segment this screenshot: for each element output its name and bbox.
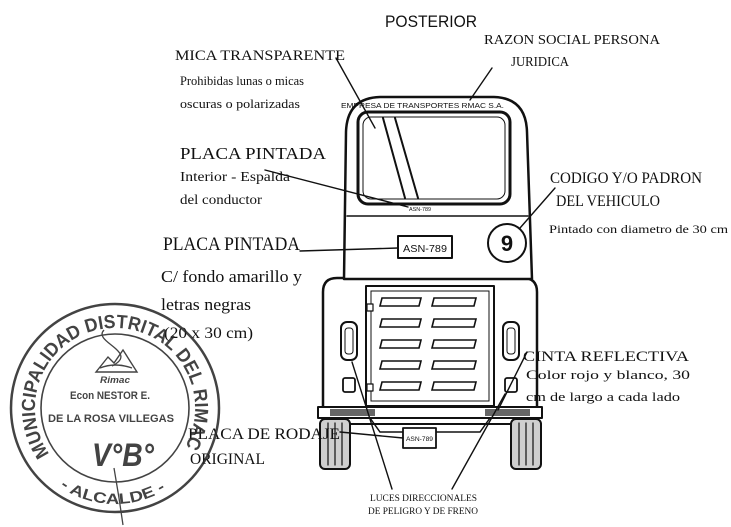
- stamp-approval: V°B°: [92, 437, 154, 473]
- leader-lines: [264, 57, 556, 490]
- razon-social-label-2: JURIDICA: [511, 55, 570, 70]
- door-hinge: [366, 383, 374, 392]
- louver: [378, 360, 423, 370]
- stamp-name-line-1: Econ NESTOR E.: [70, 390, 150, 402]
- placa-rodaje-line-1: PLACA DE RODAJE: [188, 426, 340, 443]
- labels: POSTERIOR RAZON SOCIAL PERSONA JURIDICA …: [161, 12, 729, 516]
- reflective-tape-right: [485, 409, 530, 416]
- louver: [378, 318, 423, 328]
- left-brake-light: [342, 377, 356, 393]
- placa-pintada-line-1: C/ fondo amarillo y: [161, 267, 303, 286]
- leader-placa-pintada: [299, 247, 399, 252]
- company-name: EMPRESA DE TRANSPORTES RMAC S.A.: [341, 101, 504, 110]
- door-hinge: [366, 303, 374, 312]
- right-wheel: [510, 418, 542, 470]
- door-inner-frame: [370, 290, 490, 402]
- glass-reflection: [394, 117, 419, 199]
- louver: [430, 339, 478, 349]
- placa-interior-line-1: Interior - Espalda: [180, 170, 291, 185]
- razon-social-label-1: RAZON SOCIAL PERSONA: [484, 33, 661, 48]
- mica-line-2: oscuras o polarizadas: [180, 96, 300, 111]
- luces-line-2: DE PELIGRO Y DE FRENO: [368, 506, 479, 516]
- louver: [430, 297, 478, 307]
- placa-pintada-line-2: letras negras: [161, 295, 251, 314]
- stamp-logo-text: Rimac: [100, 375, 130, 385]
- rear-bumper: [317, 406, 543, 419]
- right-turn-light-lens: [506, 327, 516, 355]
- codigo-note: Pintado con diametro de 30 cm: [549, 222, 729, 236]
- cinta-title: CINTA REFLECTIVA: [523, 349, 689, 365]
- codigo-line-2: DEL VEHICULO: [556, 193, 660, 210]
- leader-luces-right: [451, 393, 506, 490]
- louver: [430, 381, 478, 391]
- rear-door: [365, 285, 495, 407]
- placa-interior-line-2: del conductor: [180, 193, 262, 208]
- painted-plate-frame: [397, 235, 453, 259]
- signature-stroke: [101, 329, 124, 526]
- left-tail-lights: [340, 321, 358, 393]
- rear-window-inner: [362, 116, 506, 200]
- louver: [378, 297, 423, 307]
- rear-plate-text: ASN-789: [406, 437, 434, 443]
- left-tire-tread: [327, 422, 343, 466]
- interior-plate-text: ASN-789: [409, 207, 431, 213]
- cinta-line-2: cm de largo a cada lado: [526, 389, 680, 404]
- stamp-logo-icon: [94, 348, 139, 373]
- placa-pintada-title: PLACA PINTADA: [163, 234, 300, 255]
- stamp-name-line-2: DE LA ROSA VILLEGAS: [48, 413, 174, 425]
- rear-window: [356, 110, 512, 206]
- padron-circle: [487, 223, 527, 263]
- luces-line-1: LUCES DIRECCIONALES: [370, 493, 477, 503]
- right-tire-tread: [518, 422, 534, 466]
- left-wheel: [319, 418, 351, 470]
- placa-pintada-line-3: (20 x 30 cm): [164, 325, 253, 342]
- cab-shell: [342, 95, 534, 281]
- painted-plate: ASN-789: [397, 235, 453, 259]
- right-tail-lights: [502, 321, 520, 393]
- padron-badge: 9: [487, 223, 527, 263]
- mototaxi-rear-view: EMPRESA DE TRANSPORTES RMAC S.A. ASN-789…: [317, 95, 543, 470]
- leader-razon-social: [469, 67, 493, 101]
- louver: [430, 360, 478, 370]
- left-turn-light-lens: [344, 327, 354, 355]
- padron-number: 9: [501, 231, 513, 256]
- rear-plate: ASN-789: [402, 427, 437, 449]
- leader-luces-left: [351, 361, 393, 490]
- cinta-line-1: Color rojo y blanco, 30: [526, 367, 690, 382]
- louver: [378, 381, 423, 391]
- leader-mica: [335, 57, 376, 129]
- mica-line-1: Prohibidas lunas o micas: [180, 73, 304, 88]
- glass-reflection: [382, 117, 406, 199]
- leader-cinta: [497, 351, 528, 411]
- painted-plate-text: ASN-789: [403, 244, 447, 255]
- louver: [430, 318, 478, 328]
- leader-placa-interior: [264, 169, 409, 208]
- codigo-line-1: CODIGO Y/O PADRON: [550, 170, 702, 187]
- mica-title: MICA TRANSPARENTE: [175, 48, 345, 64]
- louver: [378, 339, 423, 349]
- diagram-title: POSTERIOR: [385, 12, 477, 31]
- leader-placa-rodaje: [339, 431, 404, 439]
- reflective-tape-left: [330, 409, 375, 416]
- leader-codigo: [519, 187, 556, 229]
- stamp-outer-ring: [9, 302, 221, 514]
- stamp-inner-ring: [40, 333, 190, 483]
- placa-interior-title: PLACA PINTADA: [180, 144, 327, 163]
